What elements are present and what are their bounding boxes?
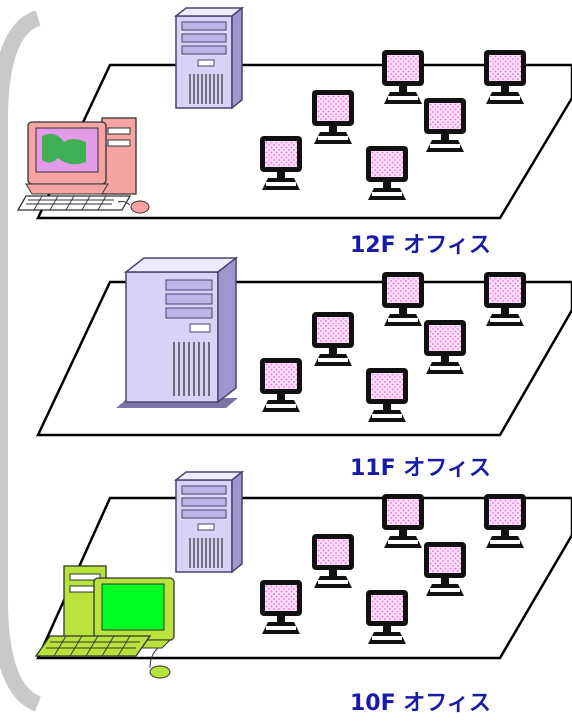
server-tower-icon[interactable] xyxy=(115,257,239,409)
floor-label-12f: 12F オフィス xyxy=(350,233,491,258)
floor-11f: 11F オフィス xyxy=(36,257,572,481)
keyboard-icon[interactable] xyxy=(34,635,152,657)
mouse-icon[interactable] xyxy=(149,665,171,679)
keyboard-icon[interactable] xyxy=(16,195,132,211)
floor-12f: 12F オフィス xyxy=(16,7,572,258)
backbone-cable xyxy=(0,10,42,712)
server-tower-icon[interactable] xyxy=(175,471,243,573)
mouse-icon[interactable] xyxy=(130,200,150,214)
floor-label-11f: 11F オフィス xyxy=(350,456,491,481)
desktop-computer-icon[interactable] xyxy=(25,117,137,195)
floor-10f: 10F オフィス xyxy=(34,471,572,716)
server-tower-icon[interactable] xyxy=(175,7,243,109)
floor-label-10f: 10F オフィス xyxy=(350,691,491,716)
